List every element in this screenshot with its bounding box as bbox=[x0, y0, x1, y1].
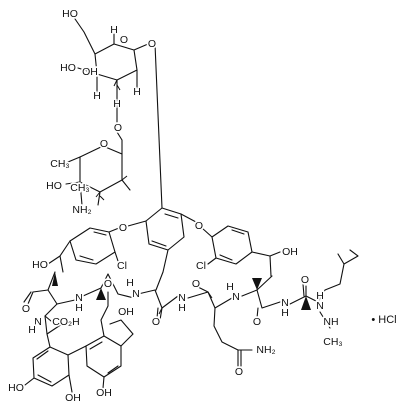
sugar1-h-3-label: H bbox=[113, 98, 121, 110]
nh-lower-left-label: N bbox=[34, 316, 42, 328]
nh-chain-2-label: N bbox=[316, 300, 324, 312]
h-ring-1-label: H bbox=[75, 302, 83, 314]
carbonyl-o-mid-label: O bbox=[152, 316, 160, 328]
h-ring-2-label: H bbox=[126, 277, 134, 289]
cl-right-label: Cl bbox=[196, 260, 206, 272]
oh-bottom-mid-label: OH bbox=[65, 392, 81, 404]
ho-left-benzylic-label: HO bbox=[32, 259, 48, 271]
sugar1-oh-4-label: HO bbox=[60, 62, 76, 74]
carbonyl-o-left-label: O bbox=[22, 303, 30, 315]
oh-right-benzylic-label: OH bbox=[282, 246, 298, 258]
atom-labels: HO O O HO OH H H H H O O CH₃ HO CH₃ NH₂ … bbox=[6, 6, 398, 406]
carbonyl-o-right-2-label: O bbox=[301, 274, 309, 286]
hcl-salt-label: • HCl bbox=[371, 314, 396, 326]
sugar1-h-2-label: H bbox=[133, 86, 141, 98]
nh-methylamine-label: NH bbox=[323, 316, 338, 328]
ether-o-right-label: O bbox=[195, 220, 203, 232]
oh-bottom-right-label: OH bbox=[96, 387, 112, 399]
sugar2-ring-o-label: O bbox=[100, 138, 108, 150]
sugar1-h-5-label: H bbox=[110, 24, 118, 36]
amide-o-label: O bbox=[235, 366, 243, 378]
nh-ring-3-label: N bbox=[178, 292, 186, 304]
nh-ring-4-label: N bbox=[232, 291, 240, 303]
sugar1-anomeric-o-label: O bbox=[148, 38, 156, 50]
sugar2-oh-label: HO bbox=[46, 180, 62, 192]
sugar1-h-4-label: H bbox=[93, 90, 101, 102]
cl-left-label: Cl bbox=[117, 260, 127, 272]
nh-ring-2-label: N bbox=[132, 288, 140, 300]
h-chain-2-label: H bbox=[316, 290, 324, 302]
carbonyl-o-right-1-label: O bbox=[192, 278, 200, 290]
sugar1-ch2oh-label: HO bbox=[62, 8, 78, 20]
oh-phenol-top-label: OH bbox=[118, 306, 134, 318]
nh-chain-1-label: N bbox=[281, 297, 289, 309]
h-lower-left-label: H bbox=[28, 324, 36, 336]
h-ring-4-label: H bbox=[226, 281, 234, 293]
stereo-bonds bbox=[52, 79, 311, 315]
sugar2-nh2-label: NH₂ bbox=[72, 204, 91, 216]
ho-bottom-left-label: HO bbox=[8, 382, 24, 394]
bond-skeleton bbox=[23, 15, 359, 393]
carbonyl-o-lower-left-label: O bbox=[253, 316, 261, 328]
sugar2-ch3-mid-label: CH₃ bbox=[70, 182, 89, 194]
nh-ring-1-label: N bbox=[75, 292, 83, 304]
sugar1-ring-o-label: O bbox=[120, 34, 128, 46]
h-chain-1-label: H bbox=[281, 307, 289, 319]
sugar1-oh-3-label: OH bbox=[82, 66, 98, 78]
ether-o-left-label: O bbox=[119, 222, 127, 234]
sugar2-ch3-top-label: CH₃ bbox=[50, 158, 69, 170]
co2h-label: CO₂H bbox=[52, 316, 79, 328]
carbonyl-o-ring-top-label: O bbox=[104, 278, 112, 290]
ch3-methylamine-label: CH₃ bbox=[323, 336, 342, 348]
h-ring-3-label: H bbox=[178, 302, 186, 314]
glycosidic-o-label: O bbox=[114, 122, 122, 134]
amide-nh2-label: NH₂ bbox=[256, 344, 275, 356]
